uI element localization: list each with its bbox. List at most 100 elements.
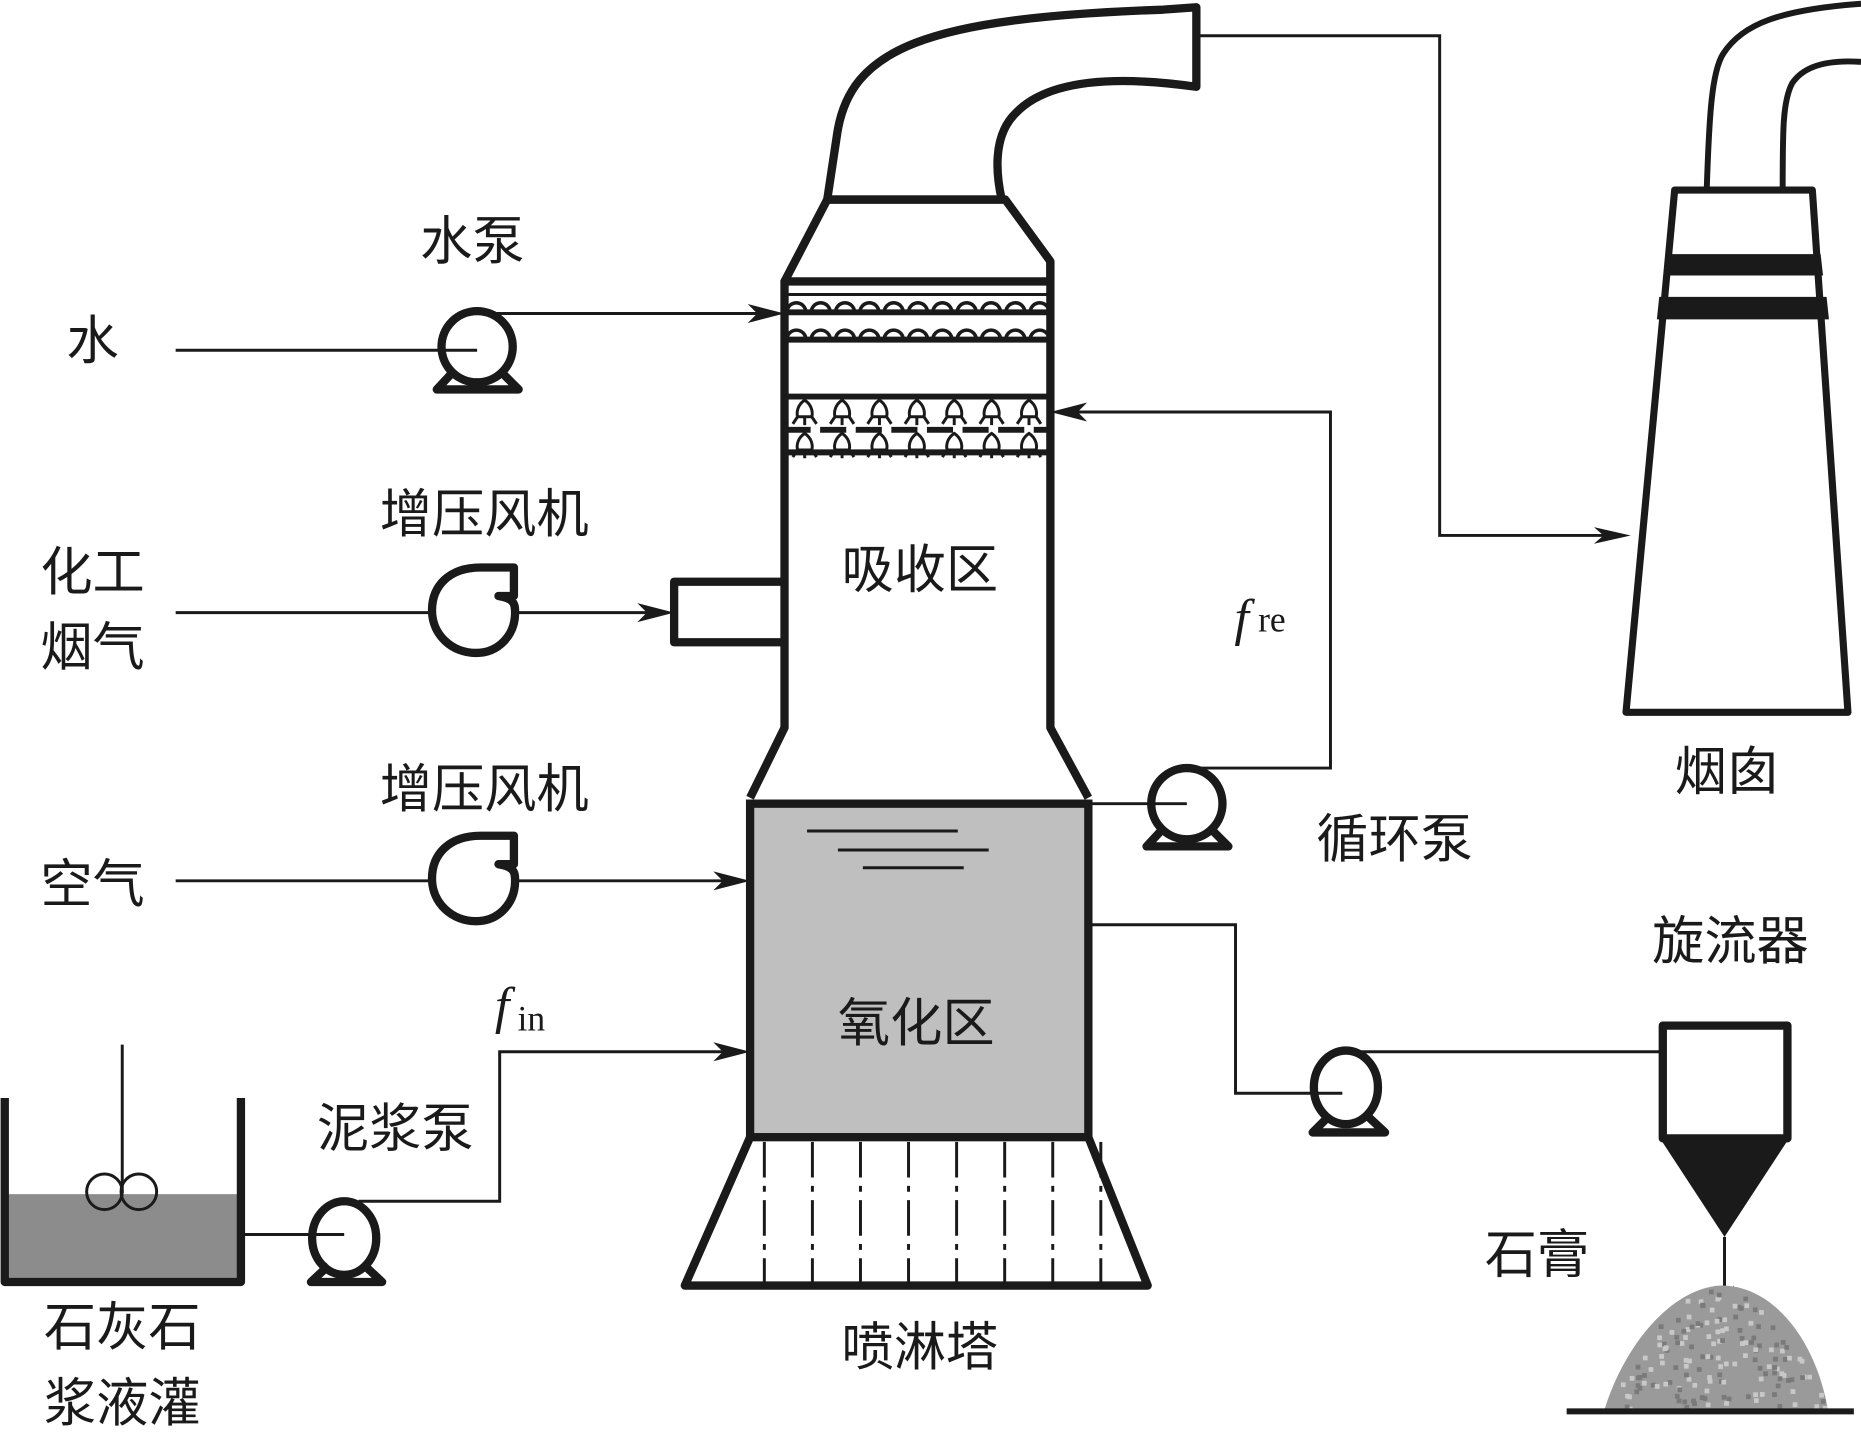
nozzle-spray <box>791 415 818 426</box>
nozzle-head <box>795 431 814 452</box>
cyclone-cone <box>1659 1137 1790 1237</box>
gypsum-grain <box>1732 1361 1738 1367</box>
gypsum-grain <box>1677 1387 1683 1393</box>
limestone-slurry-tank <box>0 1044 246 1287</box>
gypsum-grain <box>1715 1329 1721 1335</box>
gypsum-pipe-1 <box>1088 923 1343 1095</box>
arrow-head-icon <box>1593 527 1631 544</box>
gypsum-grain <box>1714 1318 1720 1324</box>
slurry-liquid <box>4 1194 241 1282</box>
gypsum-grain <box>1661 1341 1667 1347</box>
nozzle-spray <box>866 415 893 426</box>
gypsum-grain <box>1779 1348 1785 1354</box>
circulation-pipe-out <box>1065 410 1332 770</box>
spray-nozzle-icon <box>978 398 1005 426</box>
pump-icon <box>1147 763 1227 844</box>
gypsum-grain <box>1642 1373 1647 1378</box>
gypsum-grain <box>1698 1322 1704 1328</box>
gypsum-grain <box>1722 1317 1728 1323</box>
limestone-tank-label-1: 石灰石 <box>44 1298 201 1358</box>
gypsum-grain <box>1659 1354 1665 1359</box>
nozzle-spray <box>941 449 968 459</box>
gypsum-grain <box>1662 1346 1668 1352</box>
gypsum-grain <box>1708 1354 1714 1360</box>
demister-element-icon <box>906 328 930 340</box>
spray-nozzle-icon <box>941 431 968 459</box>
gypsum-grain <box>1700 1302 1705 1308</box>
gypsum-grain <box>1698 1299 1704 1305</box>
spray-nozzle-icon <box>828 398 856 426</box>
gypsum-grain <box>1720 1328 1725 1334</box>
gypsum-grain <box>1676 1398 1682 1404</box>
slurry-pipe-out <box>358 1050 735 1203</box>
absorption-zone-label: 吸收区 <box>841 541 998 601</box>
gypsum-grain <box>1732 1303 1738 1309</box>
gypsum-grain <box>1681 1328 1687 1334</box>
gypsum-grain <box>1685 1327 1691 1332</box>
demister-element-icon <box>809 301 832 313</box>
gypsum-grain <box>1800 1375 1805 1380</box>
demister-element-icon <box>785 301 808 313</box>
gypsum-grain <box>1814 1404 1820 1409</box>
gypsum-grain <box>1737 1328 1743 1333</box>
gypsum-grain <box>1784 1345 1790 1350</box>
gypsum-grain <box>1685 1298 1691 1304</box>
gypsum-grain <box>1691 1398 1696 1404</box>
nozzle-head <box>795 398 814 419</box>
gypsum-heap <box>1604 1285 1828 1409</box>
gypsum-grain <box>1683 1357 1689 1363</box>
nozzle-head <box>833 398 852 419</box>
gypsum-grain <box>1682 1399 1688 1405</box>
gypsum-grain <box>1753 1398 1759 1403</box>
gypsum-grain <box>1641 1380 1647 1386</box>
pump-icon <box>1309 1046 1383 1129</box>
gypsum-grain <box>1777 1404 1783 1409</box>
flow-label-recirculation: f re <box>1234 589 1285 647</box>
gypsum-grain <box>1679 1341 1685 1346</box>
pump-base-icon <box>1142 826 1233 851</box>
gypsum-grain <box>1753 1347 1759 1353</box>
gypsum-grain <box>1711 1341 1716 1347</box>
arrow-head-icon <box>1050 402 1088 422</box>
gypsum-grain <box>1819 1392 1824 1398</box>
gypsum-grain <box>1744 1303 1750 1309</box>
gypsum-grain <box>1726 1396 1732 1402</box>
gypsum-grain <box>1705 1402 1711 1408</box>
gypsum-grain <box>1709 1307 1715 1313</box>
gypsum-grain <box>1716 1292 1722 1298</box>
gypsum-grain <box>1748 1320 1754 1326</box>
nozzle-head <box>907 398 926 419</box>
gypsum-grain <box>1779 1371 1785 1377</box>
demister-element-icon <box>931 328 954 340</box>
nozzle-head <box>870 431 889 452</box>
demister-element-icon <box>906 301 930 313</box>
nozzle-spray <box>903 415 930 426</box>
gypsum-grain <box>1667 1380 1673 1385</box>
gypsum-grain <box>1740 1341 1745 1347</box>
smoke-plume-1 <box>1703 0 1861 191</box>
gypsum-grain <box>1699 1395 1705 1400</box>
gypsum-grain <box>1687 1358 1692 1364</box>
pump-base-icon <box>432 369 523 394</box>
gypsum-grain <box>1686 1314 1692 1320</box>
smoke-plume-2 <box>1779 58 1861 191</box>
gypsum-grain <box>1684 1372 1689 1378</box>
gypsum-grain <box>1763 1371 1768 1377</box>
oxidation-zone-label: 氧化区 <box>838 994 995 1054</box>
gypsum-grain <box>1782 1357 1788 1362</box>
pump-icon <box>437 306 517 387</box>
nozzle-spray <box>1015 449 1043 459</box>
booster-fan-air-icon <box>427 831 520 926</box>
spray-nozzle-icon <box>903 431 930 459</box>
nozzle-head <box>1020 431 1039 452</box>
gypsum-grain <box>1777 1376 1783 1382</box>
basin-dashed-lines <box>762 1141 1103 1284</box>
spray-nozzle-elements <box>791 398 1043 459</box>
demister-element-icon <box>785 328 808 340</box>
gypsum-grain <box>1743 1296 1749 1302</box>
circulation-pump-label: 循环泵 <box>1316 810 1473 870</box>
spray-nozzle-icon <box>1015 431 1043 459</box>
gypsum-grain <box>1684 1405 1690 1410</box>
demister-element-icon <box>1028 301 1051 313</box>
gypsum-grain <box>1786 1378 1791 1383</box>
